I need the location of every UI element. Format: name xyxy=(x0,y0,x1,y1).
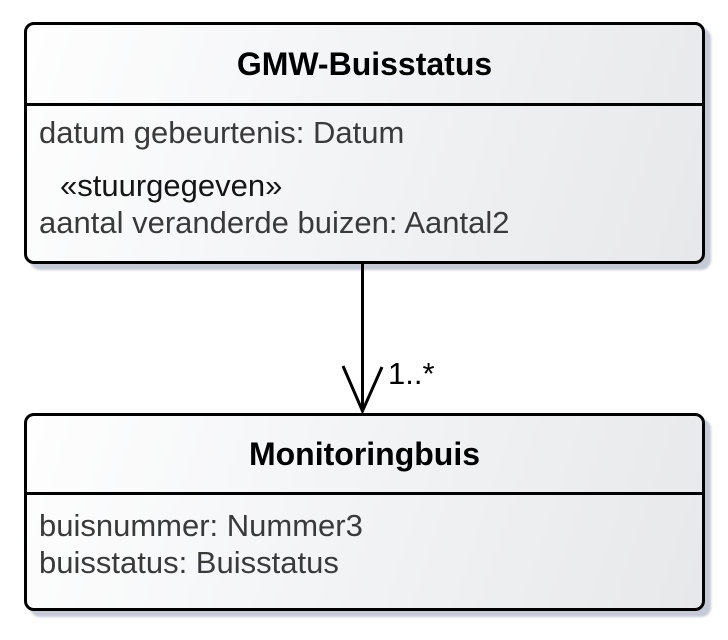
class-header-gmw-buisstatus: GMW-Buisstatus xyxy=(27,25,702,106)
association-connector xyxy=(341,264,384,414)
attribute-aantal-veranderde-buizen: aantal veranderde buizen: Aantal2 xyxy=(39,205,510,240)
class-title-monitoringbuis: Monitoringbuis xyxy=(248,435,481,472)
attribute-buisstatus: buisstatus: Buisstatus xyxy=(39,545,339,580)
class-attributes-gmw-buisstatus: datum gebeurtenis: Datum «stuurgegeven» … xyxy=(27,106,702,241)
open-arrowhead-icon xyxy=(341,365,384,414)
class-gmw-buisstatus[interactable]: GMW-Buisstatus datum gebeurtenis: Datum … xyxy=(24,22,705,264)
class-title-gmw-buisstatus: GMW-Buisstatus xyxy=(236,45,493,82)
attribute-buisnummer: buisnummer: Nummer3 xyxy=(39,508,363,543)
class-attributes-monitoringbuis: buisnummer: Nummer3 buisstatus: Buisstat… xyxy=(27,495,702,581)
stereotype-stuurgegeven: «stuurgegeven» xyxy=(60,168,283,203)
attribute-datum-gebeurtenis: datum gebeurtenis: Datum xyxy=(39,115,405,150)
class-header-monitoringbuis: Monitoringbuis xyxy=(27,416,702,495)
multiplicity-label: 1..* xyxy=(388,356,435,391)
class-monitoringbuis[interactable]: Monitoringbuis buisnummer: Nummer3 buiss… xyxy=(24,413,705,611)
